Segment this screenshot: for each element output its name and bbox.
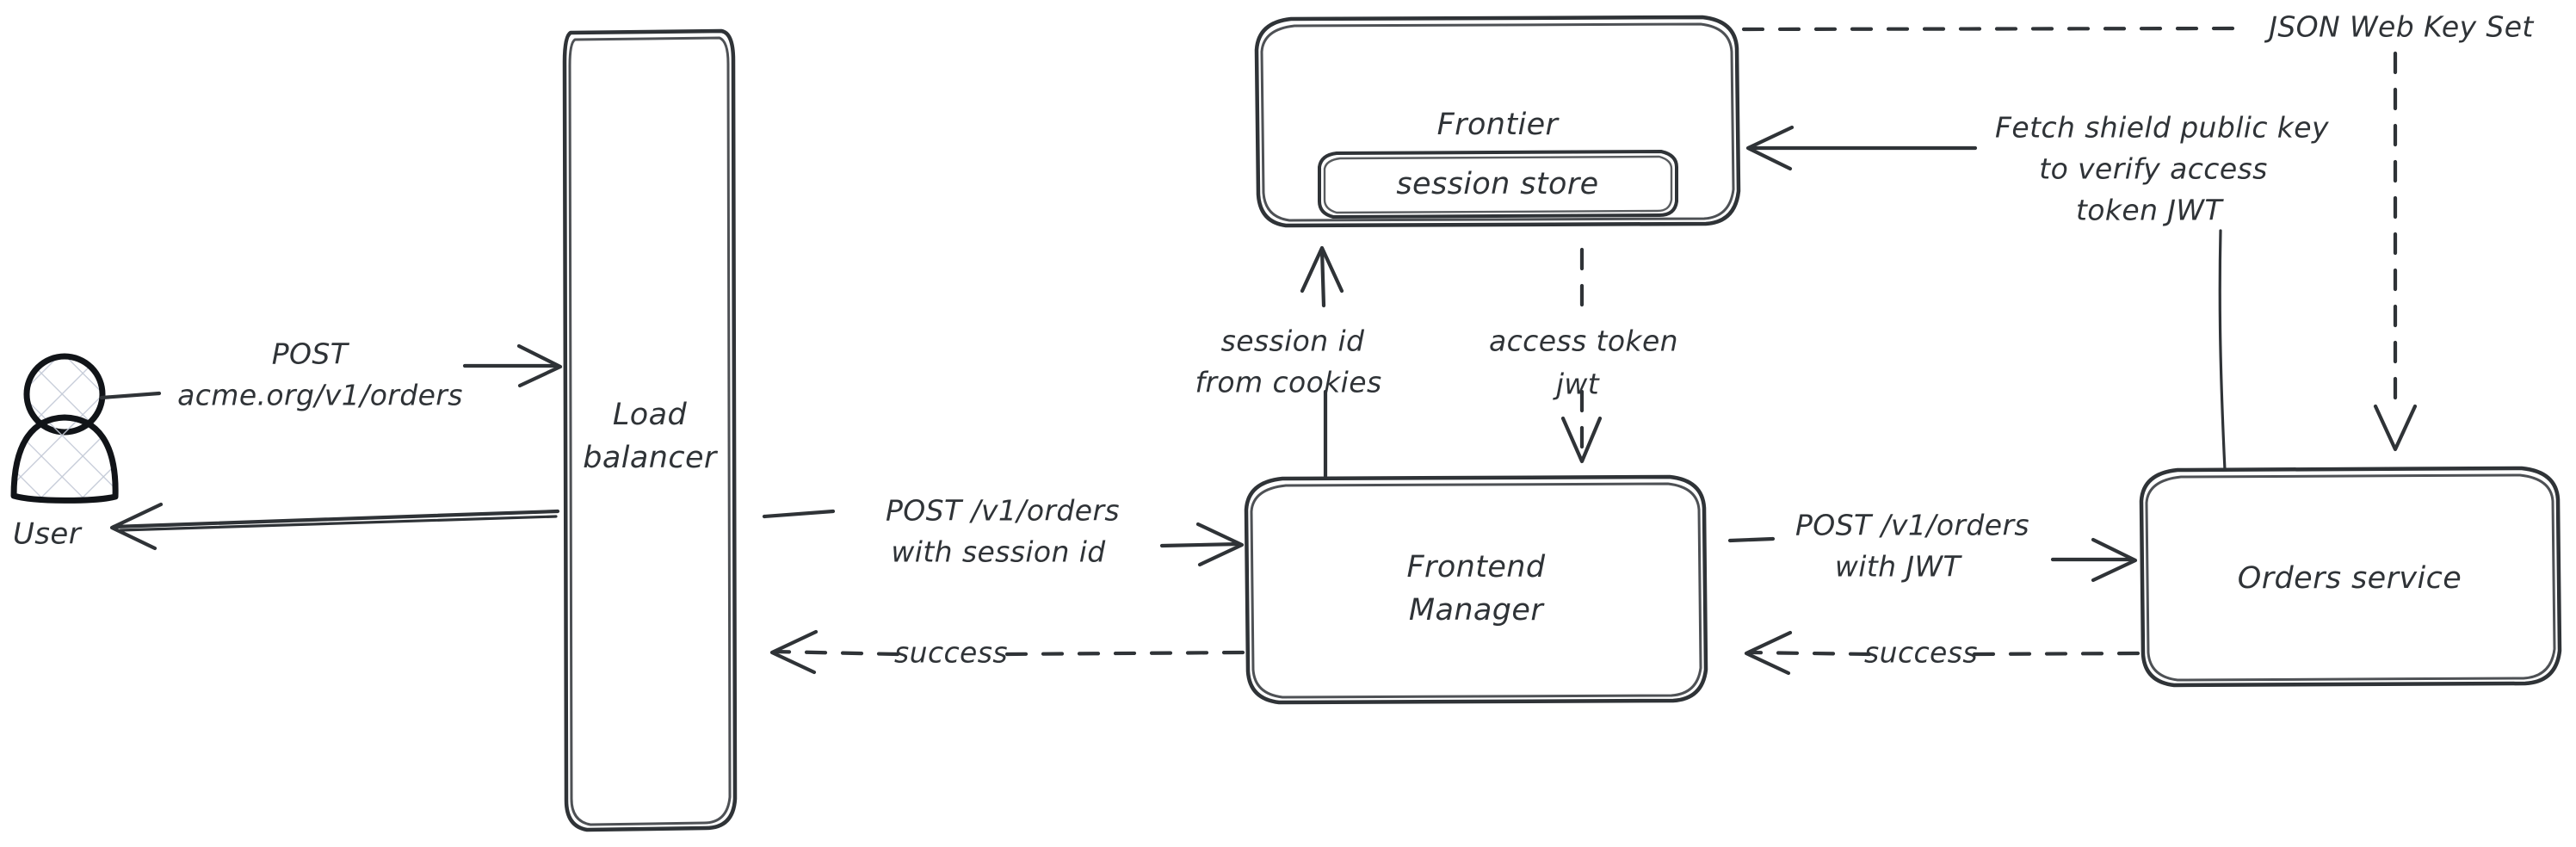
frontend-manager-label-line2: Manager <box>1409 593 1545 628</box>
edge-fm-to-lb-label: success <box>894 636 1008 670</box>
edge-user-to-lb-label-line2: acme.org/v1/orders <box>177 379 463 412</box>
edge-frontier-to-fm-arrowhead <box>1560 416 1603 464</box>
edge-fm-to-frontier-arrowhead <box>1300 245 1344 294</box>
edge-frontend-manager-to-frontier: session id from cookies <box>1195 245 1381 479</box>
edge-frontier-to-orders-jwks: JSON Web Key Set <box>1741 10 2534 452</box>
orders-service-shape-sketch <box>2145 473 2556 682</box>
actor-user-label: User <box>13 517 83 552</box>
edge-lb-to-user-line-sketch <box>119 515 558 532</box>
edge-user-to-lb-arrowhead <box>516 343 563 388</box>
node-orders-service[interactable]: Orders service <box>2139 466 2562 688</box>
edge-fm-to-frontier-line-upper <box>1319 247 1326 308</box>
edge-fm-to-orders-label-line1: POST /v1/orders <box>1795 509 2029 542</box>
edge-orders-to-frontier-arrowhead <box>1745 125 1795 171</box>
edge-frontend-manager-to-lb: success <box>769 629 1245 675</box>
session-store-label: session store <box>1396 167 1598 201</box>
edge-orders-to-fm-label: success <box>1864 636 1978 670</box>
edge-orders-to-frontend-manager: success <box>1744 630 2140 676</box>
edge-lb-to-frontend-manager: POST /v1/orders with session id <box>762 494 1245 569</box>
edge-jwks-arrowhead <box>2373 404 2418 452</box>
edge-fm-to-lb-line-right <box>1003 650 1245 657</box>
edge-orders-to-frontier-curve <box>2218 229 2227 472</box>
frontier-label: Frontier <box>1437 108 1560 142</box>
frontend-manager-shape-sketch <box>1250 482 1702 699</box>
edge-jwks-label: JSON Web Key Set <box>2264 10 2534 44</box>
node-load-balancer[interactable]: Load balancer <box>562 28 738 832</box>
session-store-shape <box>1318 150 1678 219</box>
edge-orders-to-frontier-label-line1: Fetch shield public key <box>1995 111 2329 145</box>
actor-user: User <box>10 353 119 552</box>
edge-frontier-to-fm-label-line1: access token <box>1489 325 1678 358</box>
edge-orders-to-fm-arrowhead <box>1744 630 1793 676</box>
edge-orders-to-fm-line-right <box>1968 651 2140 657</box>
frontier-shape-sketch <box>1260 22 1735 222</box>
frontend-manager-shape <box>1244 474 1708 705</box>
edge-fm-to-frontier-label-line1: session id <box>1221 325 1365 358</box>
edge-orders-to-frontier-label-line3: token JWT <box>2076 194 2225 227</box>
edge-fm-to-frontier-label-line2: from cookies <box>1195 366 1381 399</box>
orders-service-shape <box>2139 466 2562 688</box>
node-frontier[interactable]: Frontier session store <box>1254 15 1741 228</box>
edge-fm-to-orders-arrowhead <box>2091 537 2138 583</box>
edge-orders-to-fm-line-left <box>1746 650 1872 657</box>
load-balancer-shape <box>562 28 738 832</box>
load-balancer-label-line1: Load <box>613 398 688 432</box>
edge-load-balancer-to-user <box>109 502 560 551</box>
session-store-shape-sketch <box>1323 155 1673 214</box>
edge-fm-to-lb-arrowhead <box>769 629 819 675</box>
load-balancer-shape-sketch <box>568 36 732 826</box>
edge-fm-to-orders-stub <box>1727 536 1776 543</box>
edge-lb-to-fm-arrowhead <box>1195 522 1245 567</box>
edge-orders-to-frontier: Fetch shield public key to verify access… <box>1745 111 2329 472</box>
edge-lb-to-fm-label-line1: POST /v1/orders <box>886 494 1120 528</box>
edge-user-to-lb-label-line1: POST <box>272 337 350 371</box>
edge-lb-to-fm-label-line2: with session id <box>891 535 1106 569</box>
edge-lb-to-fm-stub <box>762 509 836 519</box>
edge-lb-to-user-arrowhead <box>109 502 164 551</box>
person-body-icon <box>10 414 119 504</box>
edge-fm-to-orders-label-line2: with JWT <box>1835 550 1963 584</box>
edge-jwks-line-horizontal <box>1741 26 2239 32</box>
edge-orders-to-frontier-label-line2: to verify access <box>2039 152 2267 186</box>
node-frontend-manager[interactable]: Frontend Manager <box>1244 474 1708 705</box>
edge-lb-to-user-line <box>111 509 560 529</box>
node-session-store[interactable]: session store <box>1318 150 1678 219</box>
edge-user-to-lb-stub <box>99 391 162 400</box>
edge-user-to-load-balancer: POST acme.org/v1/orders <box>99 337 563 412</box>
load-balancer-label-line2: balancer <box>583 441 719 475</box>
edge-lb-to-fm-line <box>1159 541 1242 548</box>
orders-service-label: Orders service <box>2238 561 2462 596</box>
edge-frontier-to-frontend-manager: access token jwt <box>1489 247 1678 464</box>
edge-frontier-to-fm-label-line2: jwt <box>1553 368 1600 401</box>
edge-fm-to-lb-line-left <box>772 649 900 657</box>
frontend-manager-label-line1: Frontend <box>1407 550 1546 584</box>
edge-frontend-manager-to-orders: POST /v1/orders with JWT <box>1727 509 2138 584</box>
